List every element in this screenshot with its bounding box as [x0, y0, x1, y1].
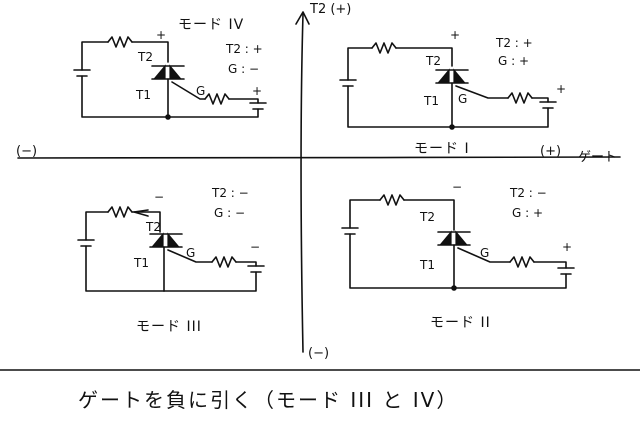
- gate-sign-II: +: [562, 240, 573, 254]
- axis-label-right: (+): [540, 144, 562, 159]
- horizontal-axis: [17, 156, 621, 159]
- mode-label-III: モード III: [136, 319, 202, 335]
- gate-pin-III: G: [186, 246, 196, 260]
- t1-pin-III: T1: [134, 256, 149, 270]
- top-sign-I: +: [450, 28, 461, 42]
- axis-label-left: (−): [16, 144, 38, 159]
- vertical-axis: [295, 11, 310, 353]
- axis-label-bottom: (−): [308, 346, 330, 361]
- g-condition-III: G : −: [214, 206, 246, 220]
- t2-condition-I: T2 : +: [496, 36, 533, 50]
- t2-pin-IV: T2: [138, 50, 153, 64]
- axis-label-top: T2 (+): [310, 2, 352, 17]
- t2-pin-III: T2: [146, 220, 161, 234]
- circuit-mode-II: [341, 194, 575, 291]
- g-condition-I: G : +: [498, 54, 530, 68]
- gate-sign-IV: +: [252, 84, 263, 98]
- gate-sign-III: −: [250, 240, 261, 254]
- circuit-mode-I: [339, 42, 557, 130]
- t2-condition-II: T2 : −: [510, 186, 547, 200]
- top-sign-III: −: [154, 190, 165, 204]
- top-sign-II: −: [452, 180, 463, 194]
- t2-pin-II: T2: [420, 210, 435, 224]
- circuit-mode-III: [77, 206, 265, 292]
- mode-label-II: モード II: [430, 315, 491, 331]
- axis-gate-label: ゲート: [578, 150, 618, 165]
- t1-pin-I: T1: [424, 94, 439, 108]
- mode-label-IV: モード IV: [178, 17, 245, 33]
- caption-text: ゲートを負に引く（モード III と IV）: [78, 388, 459, 412]
- t2-condition-IV: T2 : +: [226, 42, 263, 56]
- top-sign-IV: +: [156, 28, 167, 42]
- mode-label-I: モード I: [414, 141, 470, 157]
- t1-pin-II: T1: [420, 258, 435, 272]
- g-condition-II: G : +: [512, 206, 544, 220]
- t1-pin-IV: T1: [136, 88, 151, 102]
- gate-pin-II: G: [480, 246, 490, 260]
- gate-sign-I: +: [556, 82, 567, 96]
- t2-pin-I: T2: [426, 54, 441, 68]
- gate-pin-IV: G: [196, 84, 206, 98]
- circuit-mode-IV: [73, 36, 267, 120]
- g-condition-IV: G : −: [228, 62, 260, 76]
- t2-condition-III: T2 : −: [212, 186, 249, 200]
- gate-pin-I: G: [458, 92, 468, 106]
